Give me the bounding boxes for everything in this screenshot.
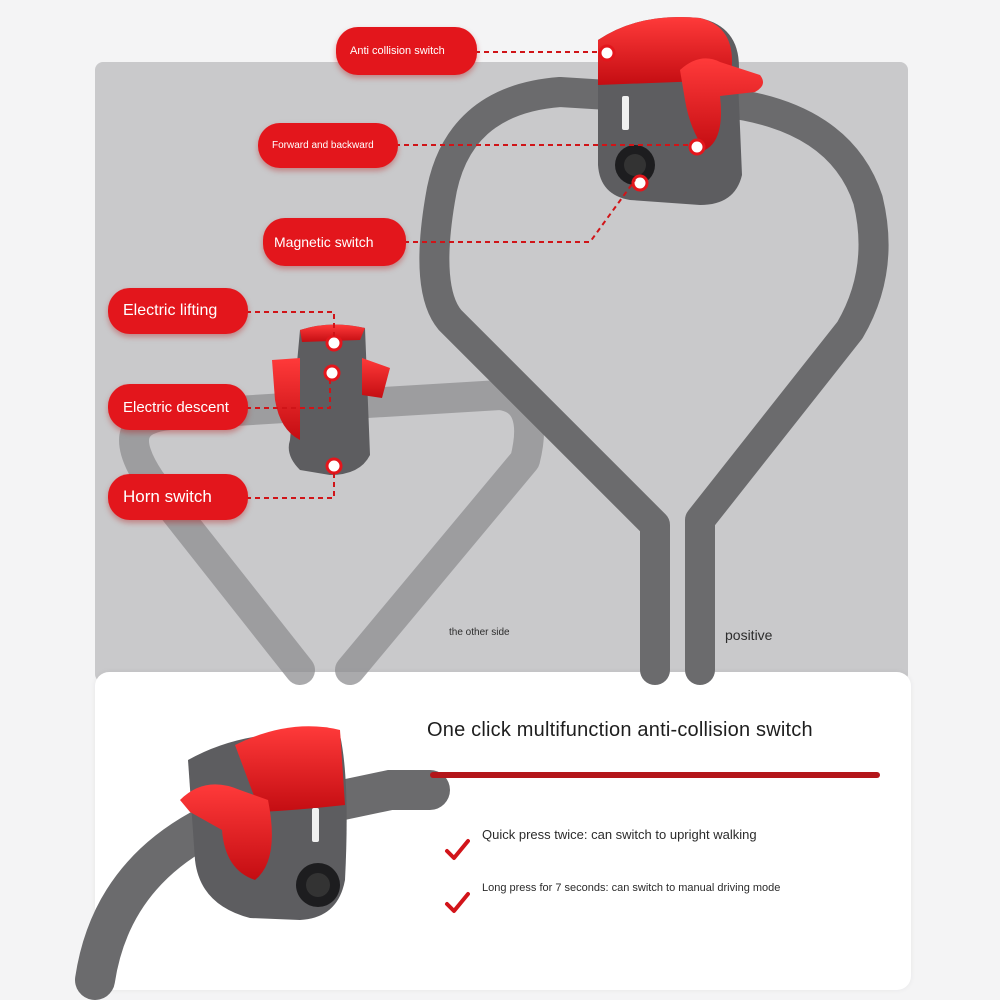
tip-item: Quick press twice: can switch to upright… (444, 827, 757, 863)
callout-leaders (246, 51, 690, 499)
tip-text: Quick press twice: can switch to upright… (482, 827, 757, 842)
check-icon (445, 892, 470, 913)
callout-electric-lifting: Electric lifting (108, 288, 248, 334)
closeup-control-head (180, 726, 347, 920)
top-control-head (598, 16, 764, 205)
feature-title: One click multifunction anti-collision s… (427, 719, 813, 741)
callout-horn-switch: Horn switch (108, 474, 248, 520)
tip-item: Long press for 7 seconds: can switch to … (444, 882, 780, 916)
callout-electric-descent: Electric descent (108, 384, 248, 430)
label-positive: positive (725, 627, 773, 643)
tip-text: Long press for 7 seconds: can switch to … (482, 882, 781, 894)
callout-magnetic-switch: Magnetic switch (263, 218, 406, 266)
callout-forward-backward: Forward and backward (258, 123, 398, 168)
label-other-side: the other side (449, 627, 510, 638)
check-icon (445, 839, 470, 860)
title-underline (430, 772, 880, 778)
callout-anti-collision-switch: Anti collision switch (336, 27, 477, 75)
